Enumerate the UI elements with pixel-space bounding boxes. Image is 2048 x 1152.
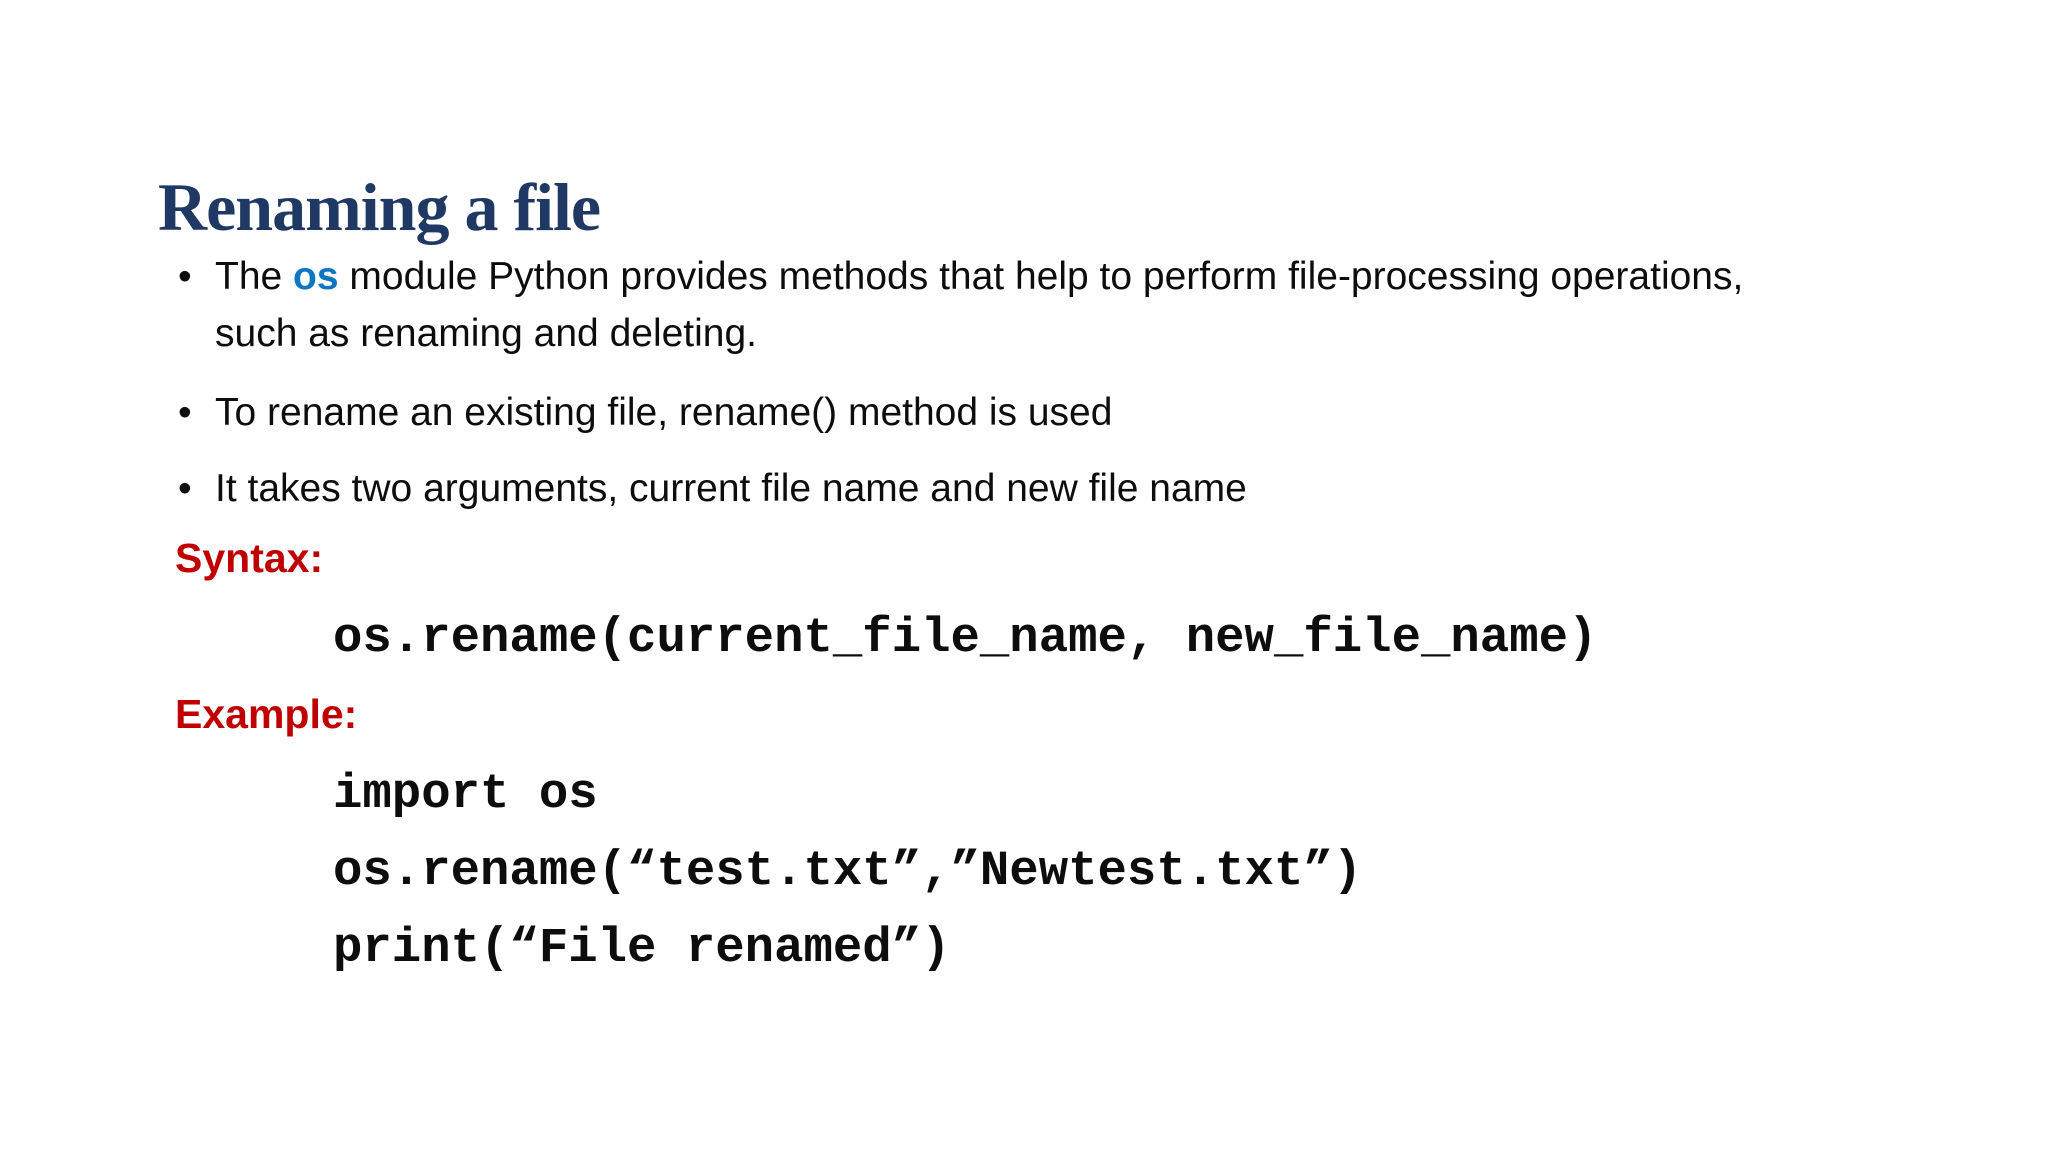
os-keyword: os bbox=[293, 255, 339, 298]
bullet-item-rename-method: To rename an existing file, rename() met… bbox=[158, 384, 1818, 441]
example-code-rename: os.rename(“test.txt”,”Newtest.txt”) bbox=[333, 843, 1363, 899]
bullet-text-pre: The bbox=[215, 255, 294, 298]
bullet-text-post: module Python provides methods that help… bbox=[215, 255, 1744, 355]
slide-title: Renaming a file bbox=[158, 168, 601, 245]
example-label: Example: bbox=[175, 691, 358, 737]
syntax-code-line: os.rename(current_file_name, new_file_na… bbox=[333, 610, 1598, 666]
example-code-print: print(“File renamed”) bbox=[333, 920, 951, 976]
bullet-item-os-module: The os module Python provides methods th… bbox=[158, 248, 1818, 362]
example-code-import: import os bbox=[333, 766, 598, 822]
bullet-item-two-arguments: It takes two arguments, current file nam… bbox=[158, 460, 1818, 517]
syntax-label: Syntax: bbox=[175, 535, 324, 581]
